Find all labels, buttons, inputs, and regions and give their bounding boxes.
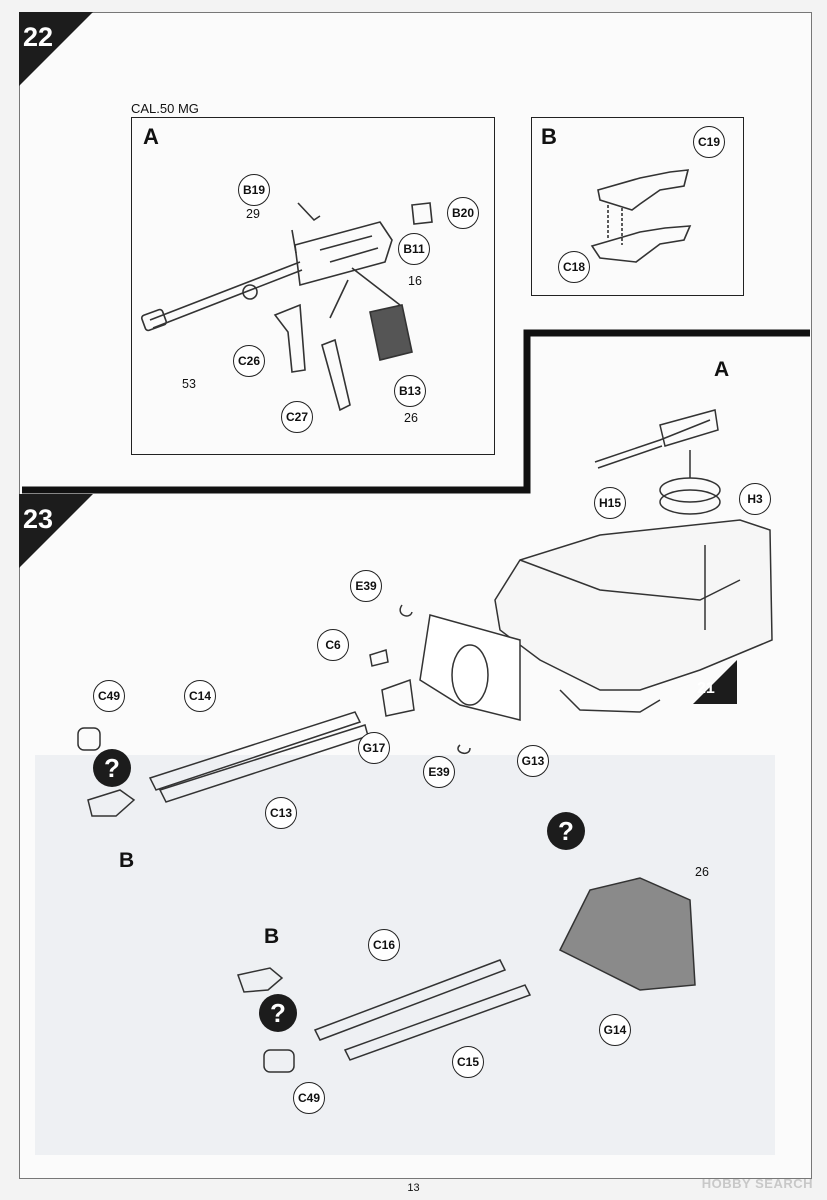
- option-b-letter-upper: B: [119, 849, 135, 872]
- panel-a-title: CAL.50 MG: [131, 101, 199, 116]
- part-label-b11: B11: [398, 233, 430, 265]
- step-23-badge: 23: [19, 494, 93, 568]
- part-label-b13: B13: [394, 375, 426, 407]
- step-22-number: 22: [23, 22, 54, 52]
- part-count-29: 29: [246, 207, 260, 221]
- paint-ref-16: 16: [408, 274, 422, 288]
- part-label-g14: G14: [599, 1014, 631, 1046]
- panel-a-box: [131, 117, 495, 455]
- panel-a-letter: A: [143, 124, 159, 149]
- option-question-icon-lower-left: ?: [259, 994, 297, 1032]
- part-label-b19: B19: [238, 174, 270, 206]
- step-21-reference: 21: [693, 660, 737, 704]
- part-label-e39-top: E39: [350, 570, 382, 602]
- part-label-c27: C27: [281, 401, 313, 433]
- option-b-letter-lower: B: [264, 925, 280, 948]
- step-22-badge: 22: [19, 12, 93, 86]
- part-label-e39-bottom: E39: [423, 756, 455, 788]
- part-label-h3: H3: [739, 483, 771, 515]
- panel-b-box: [531, 117, 744, 296]
- paint-ref-26-mantlet: 26: [695, 865, 709, 879]
- part-label-g13: G13: [517, 745, 549, 777]
- part-label-h15: H15: [594, 487, 626, 519]
- part-label-c14: C14: [184, 680, 216, 712]
- part-label-c18: C18: [558, 251, 590, 283]
- watermark: HOBBY SEARCH: [701, 1176, 813, 1191]
- step-23-number: 23: [23, 504, 54, 534]
- paint-ref-26: 26: [404, 411, 418, 425]
- subassembly-a-letter: A: [714, 358, 730, 381]
- part-label-c26: C26: [233, 345, 265, 377]
- part-label-c13: C13: [265, 797, 297, 829]
- step-21-number: 21: [697, 680, 715, 697]
- part-label-c49-upper: C49: [93, 680, 125, 712]
- option-question-icon-lower-right: ?: [547, 812, 585, 850]
- part-label-c16: C16: [368, 929, 400, 961]
- part-label-c6: C6: [317, 629, 349, 661]
- part-label-c15: C15: [452, 1046, 484, 1078]
- panel-b-letter: B: [541, 124, 557, 149]
- part-label-c19: C19: [693, 126, 725, 158]
- part-label-c49-lower: C49: [293, 1082, 325, 1114]
- option-question-icon-upper: ?: [93, 749, 131, 787]
- paint-ref-53: 53: [182, 377, 196, 391]
- part-label-g17: G17: [358, 732, 390, 764]
- page-number: 13: [407, 1182, 420, 1194]
- part-label-b20: B20: [447, 197, 479, 229]
